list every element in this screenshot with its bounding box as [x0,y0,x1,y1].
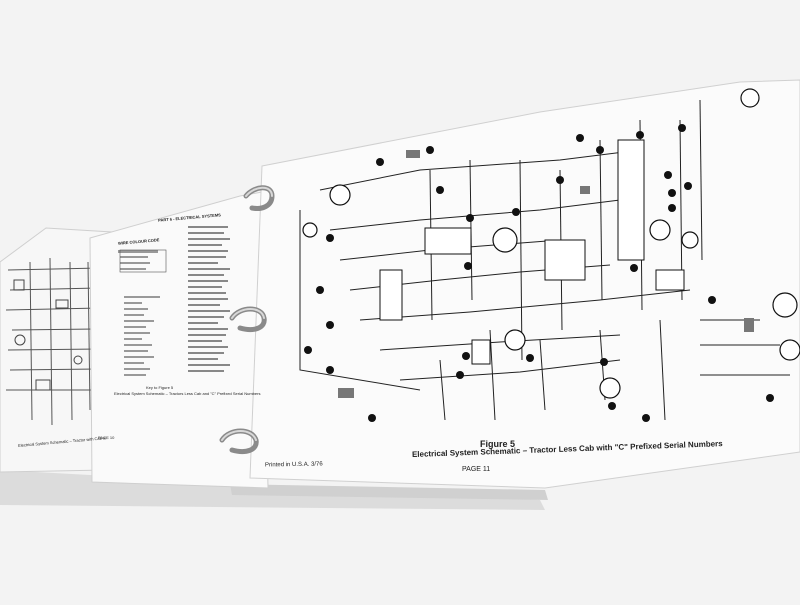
binder-ring [219,185,275,455]
legend-caption-line2: Electrical System Schematic – Tractors L… [114,391,261,396]
left-page-number: PAGE 10 [98,435,115,440]
left-page [0,227,113,473]
page-number: PAGE 11 [462,466,491,473]
legend-caption-line1: Key to Figure 5 [146,385,174,390]
schematic-page [249,79,800,489]
printed-notice: Printed in U.S.A. 3/76 [264,461,323,469]
legend-page [89,191,269,489]
figure-number: Figure 5 [480,439,516,449]
